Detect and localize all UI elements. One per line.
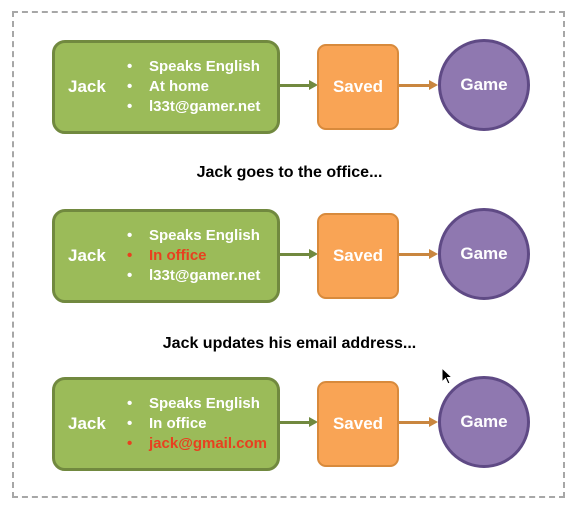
person-name: Jack (68, 246, 106, 265)
caption-email: Jack updates his email address... (162, 335, 417, 352)
attribute-list: •Speaks English •In office •jack@gmail.c… (127, 394, 267, 454)
attribute-email: •l33t@gamer.net (127, 267, 261, 284)
person-box: Jack •Speaks English •In office •l33t@ga… (52, 209, 280, 303)
caption-office: Jack goes to the office... (196, 164, 383, 181)
state-row-2: Jack •Speaks English •In office •l33t@ga… (0, 208, 579, 305)
arrow-to-saved (280, 249, 318, 259)
arrow-to-saved (280, 417, 318, 427)
attribute-location: •At home (127, 78, 209, 95)
attribute-email-changed: •jack@gmail.com (127, 435, 268, 452)
arrow-to-saved (280, 80, 318, 90)
bullet: • (127, 395, 133, 412)
state-row-3: Jack •Speaks English •In office •jack@gm… (0, 376, 579, 473)
game-circle: Game (438, 208, 530, 300)
bullet: • (127, 435, 133, 452)
attribute-list: •Speaks English •At home •l33t@gamer.net (127, 57, 260, 117)
diagram-frame (12, 11, 565, 498)
saved-box: Saved (317, 44, 399, 130)
attribute-list: •Speaks English •In office •l33t@gamer.n… (127, 226, 260, 286)
attribute-email: •l33t@gamer.net (127, 98, 261, 115)
bullet: • (127, 227, 133, 244)
saved-box: Saved (317, 213, 399, 299)
bullet: • (127, 415, 133, 432)
arrow-to-game (399, 249, 438, 259)
attribute-location: •In office (127, 415, 207, 432)
person-name: Jack (68, 414, 106, 433)
attribute-language: •Speaks English (127, 58, 260, 75)
arrow-to-game (399, 80, 438, 90)
game-circle: Game (438, 39, 530, 131)
person-box: Jack •Speaks English •In office •jack@gm… (52, 377, 280, 471)
mouse-cursor-icon (441, 367, 453, 385)
bullet: • (127, 58, 133, 75)
bullet: • (127, 267, 133, 284)
bullet: • (127, 98, 133, 115)
person-box: Jack •Speaks English •At home •l33t@game… (52, 40, 280, 134)
person-name: Jack (68, 77, 106, 96)
saved-box: Saved (317, 381, 399, 467)
bullet: • (127, 247, 133, 264)
state-row-1: Jack •Speaks English •At home •l33t@game… (0, 39, 579, 136)
bullet: • (127, 78, 133, 95)
attribute-language: •Speaks English (127, 227, 260, 244)
game-circle: Game (438, 376, 530, 468)
attribute-language: •Speaks English (127, 395, 260, 412)
arrow-to-game (399, 417, 438, 427)
attribute-location-changed: •In office (127, 247, 207, 264)
